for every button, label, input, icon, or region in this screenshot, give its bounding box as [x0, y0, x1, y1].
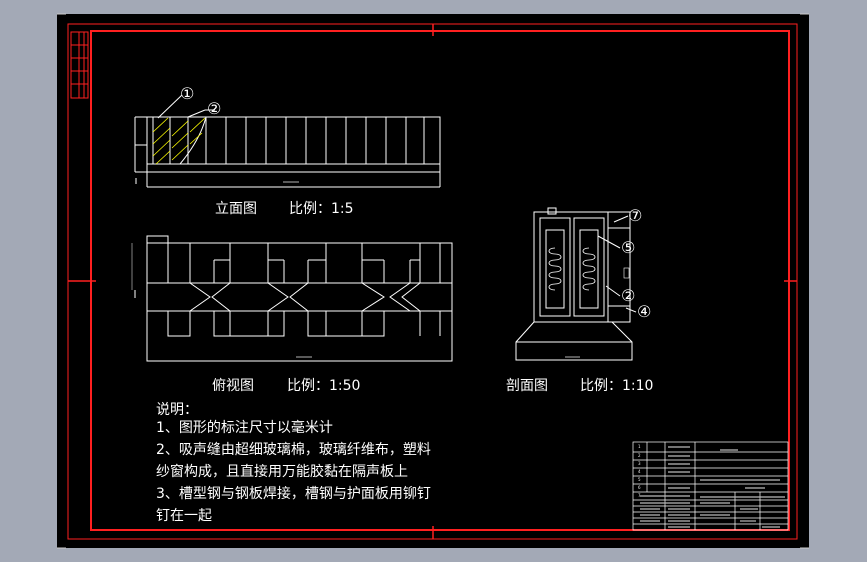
title-block-row-number: 2 [638, 453, 641, 458]
elevation-view-scale: 比例：1:5 [289, 201, 354, 217]
sheet-corner-marks [57, 13, 809, 549]
plan-view-drawing [131, 235, 453, 362]
elevation-view-name: 立面图 [215, 201, 257, 217]
notes-line: 1、图形的标注尺寸以毫米计 [156, 420, 333, 436]
callout-2-section: ② [621, 286, 636, 305]
callout-2-elevation: ② [207, 99, 222, 118]
title-block-row-number: 1 [638, 444, 641, 449]
notes-line: 纱窗构成，且直接用万能胶黏在隔声板上 [156, 464, 408, 480]
sheet-background [57, 14, 809, 548]
notes-line: 3、槽型钢与钢板焊接，槽钢与护面板用铆钉 [156, 486, 431, 502]
title-block-row-number: 6 [638, 485, 641, 490]
title-block-scribbles [640, 446, 785, 528]
sheet-frame [67, 23, 798, 540]
title-block-row-number: 5 [638, 477, 641, 482]
notes-line: 钉在一起 [156, 508, 212, 524]
notes-line: 2、吸声缝由超细玻璃棉，玻璃纤维布，塑料 [156, 442, 431, 458]
section-view-scale: 比例：1:10 [580, 378, 654, 394]
callout-5-section: ⑤ [621, 238, 636, 257]
elevation-view-drawing [134, 94, 441, 188]
callout-7-section: ⑦ [628, 206, 643, 225]
title-block-row-number: 4 [638, 469, 641, 474]
notes-title: 说明： [156, 402, 198, 418]
title-block-row-number: 7 [638, 493, 641, 498]
elevation-hatching [152, 117, 206, 165]
section-view-drawing [515, 207, 637, 361]
plan-view-scale: 比例：1:50 [287, 378, 361, 394]
title-block [632, 441, 789, 531]
title-block-row-number: 3 [638, 461, 641, 466]
section-view-name: 剖面图 [506, 378, 548, 394]
plan-view-name: 俯视图 [212, 378, 254, 394]
callout-1-elevation: ① [180, 84, 195, 103]
callout-4-section: ④ [637, 302, 652, 321]
